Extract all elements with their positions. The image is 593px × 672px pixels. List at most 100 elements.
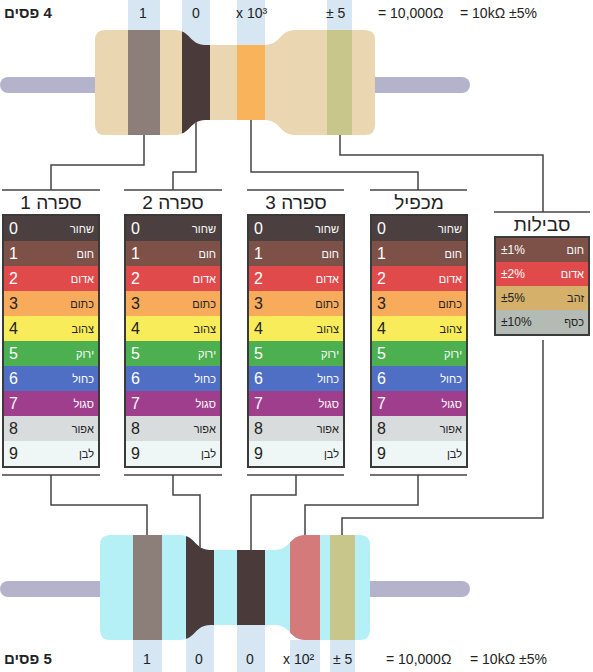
color-name: לבן (324, 448, 339, 460)
leader-line (51, 115, 543, 560)
color-cell: 5ירוק (4, 341, 98, 366)
color-cell: 0 שחור (249, 216, 343, 241)
digit-value: 7 (254, 395, 263, 413)
color-cell: 0 שחור (126, 216, 220, 241)
table-heading: ספרה 3 (245, 192, 347, 214)
tolerance-value: ±1% (501, 243, 525, 257)
color-cell: 6כחול (126, 366, 220, 391)
digit-value: 1 (131, 245, 140, 263)
band-value: ± 5 (326, 4, 345, 22)
band-value: = 10,000Ω (386, 650, 451, 668)
band-value: 0 (195, 650, 203, 668)
digit-value: 3 (254, 295, 263, 313)
color-table: מכפיל0שחור1חום2אדום3כתום4צהוב5ירוק6כחול7… (370, 214, 468, 468)
digit-value: 2 (9, 270, 18, 288)
digit-value: 8 (254, 420, 263, 438)
color-cell: 0שחור (372, 216, 466, 241)
digit-value: 0 (9, 220, 18, 238)
color-cell: 2אדום (249, 266, 343, 291)
digit-value: 4 (131, 320, 140, 338)
color-name: לבן (447, 448, 462, 460)
color-cell: 8אפור (126, 416, 220, 441)
color-name: שחור (192, 223, 216, 235)
band-value: x 10³ (236, 4, 267, 22)
color-name: שחור (438, 223, 462, 235)
color-name: ירוק (321, 348, 339, 360)
color-name: ירוק (198, 348, 216, 360)
color-cell: 9לבן (126, 441, 220, 466)
color-cell: 0שחור (4, 216, 98, 241)
color-cell: 2אדום (126, 266, 220, 291)
color-cell: 8 אפור (249, 416, 343, 441)
color-name: אדום (439, 273, 462, 285)
color-cell: 4 צהוב (126, 316, 220, 341)
digit-value: 1 (377, 245, 386, 263)
color-table: ספרה 30שחור1חום2אדום3כתום4צהוב5ירוק6כחול… (247, 214, 345, 468)
digit-value: 3 (377, 295, 386, 313)
digit-value: 9 (254, 445, 263, 463)
color-name: שחור (315, 223, 339, 235)
color-name: כתום (192, 298, 216, 310)
band-value: 1 (143, 650, 151, 668)
digit-value: 3 (131, 295, 140, 313)
color-cell: 1חום (249, 241, 343, 266)
band-value: x 10² (283, 650, 314, 668)
color-cell: 1 חום (126, 241, 220, 266)
digit-value: 6 (254, 370, 263, 388)
tolerance-value: ±5% (501, 291, 525, 305)
color-table: סבילות±1%חום±2%אדום±5%זהב±10%כסף (494, 236, 590, 336)
color-cell: 9 לבן (249, 441, 343, 466)
color-cell: 9לבן (372, 441, 466, 466)
color-cell: 7סגול (249, 391, 343, 416)
digit-value: 6 (9, 370, 18, 388)
color-cell: 6 כחול (4, 366, 98, 391)
color-cell: 8 אפור (4, 416, 98, 441)
band-value: 1 (139, 4, 147, 22)
color-name: סגול (441, 398, 462, 410)
color-name: כחול (72, 373, 94, 385)
digit-value: 7 (377, 395, 386, 413)
digit-value: 0 (254, 220, 263, 238)
color-name: זהב (567, 292, 584, 304)
digit-value: 2 (377, 270, 386, 288)
color-name: כחול (317, 373, 339, 385)
color-name: צהוב (317, 323, 339, 335)
color-cell: 4צהוב (372, 316, 466, 341)
color-name: סגול (195, 398, 216, 410)
color-table: ספרה 20שחור1חום2אדום3כתום4צהוב5ירוק6כחול… (124, 214, 222, 468)
band-value: 0 (246, 650, 254, 668)
digit-value: 2 (254, 270, 263, 288)
table-heading: ספרה 2 (122, 192, 224, 214)
tolerance-value: ±2% (501, 267, 525, 281)
digit-value: 8 (377, 420, 386, 438)
band-count: 4 פסים (4, 4, 52, 22)
color-name: חום (198, 248, 216, 260)
digit-value: 0 (131, 220, 140, 238)
digit-value: 5 (9, 345, 18, 363)
color-cell: 5 ירוק (126, 341, 220, 366)
color-name: ירוק (444, 348, 462, 360)
digit-value: 5 (131, 345, 140, 363)
resistor-bands (133, 525, 355, 655)
color-name: חום (566, 244, 584, 256)
color-name: אפור (440, 423, 462, 435)
table-heading: ספרה 1 (0, 192, 102, 214)
color-cell: 3 כתום (249, 291, 343, 316)
color-cell: ±5% זהב (496, 286, 588, 310)
color-name: אפור (317, 423, 339, 435)
color-name: צהוב (194, 323, 216, 335)
digit-value: 4 (254, 320, 263, 338)
color-cell: 3 כתום (126, 291, 220, 316)
digit-value: 8 (9, 420, 18, 438)
color-name: אדום (561, 268, 584, 280)
color-cell: ±1% חום (496, 238, 588, 262)
color-name: כתום (438, 298, 462, 310)
color-cell: 2 אדום (372, 266, 466, 291)
color-cell: 5ירוק (249, 341, 343, 366)
color-name: כתום (315, 298, 339, 310)
band-value: 0 (192, 4, 200, 22)
band-count: 5 פסים (4, 650, 52, 668)
color-name: כסף (564, 316, 584, 328)
color-name: אפור (72, 423, 94, 435)
band-value: = 10kΩ ±5% (460, 4, 537, 22)
